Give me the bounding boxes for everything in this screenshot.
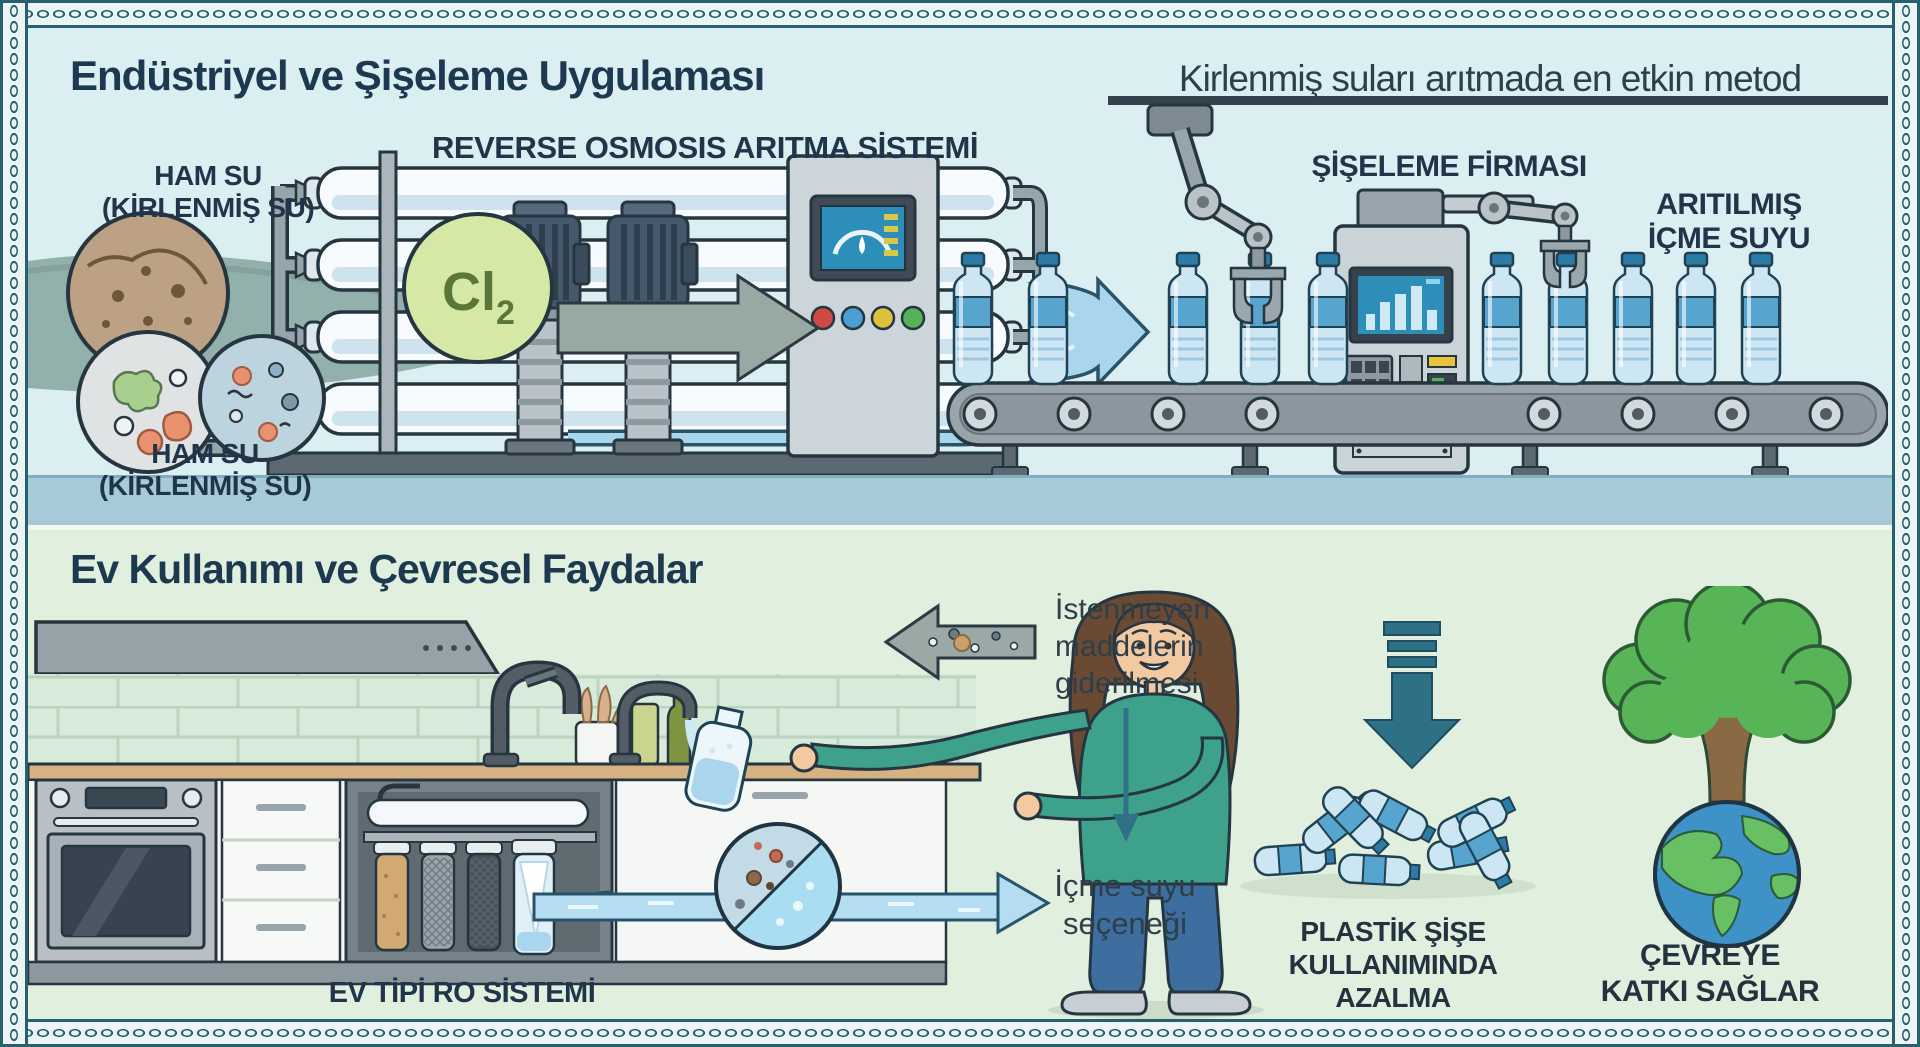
filtration-magnifier-icon	[714, 822, 842, 950]
home-scene-illustration	[28, 586, 1852, 1019]
conveyor-rollers	[962, 396, 1844, 432]
tree-crown	[1602, 586, 1852, 744]
ro-system-label: REVERSE OSMOSIS ARITMA SİSTEMİ	[432, 130, 978, 165]
bottling-plant	[946, 96, 1888, 478]
ro-membrane-icon	[366, 798, 590, 828]
down-arrow-icon	[1113, 708, 1139, 842]
reduction-arrow-icon	[1362, 621, 1462, 770]
chlorine-circle-icon: Cl2	[402, 212, 554, 364]
oven-icon	[34, 778, 218, 964]
bacteria-circle-icon	[198, 334, 326, 462]
control-cabinet	[786, 154, 940, 458]
drinking-water-arrow-icon	[996, 871, 1051, 935]
home-ro-label: EV TİPİ RO SİSTEMİ	[328, 977, 596, 1009]
plastic-bottle-pile-icon	[1240, 780, 1536, 899]
hand	[789, 743, 819, 773]
drinking-water-note: İçme suyu seçeneği	[1054, 868, 1196, 941]
tree-earth-icon	[1602, 586, 1852, 948]
environment-label: ÇEVREYE KATKI SAĞLAR	[1600, 939, 1820, 1008]
chlorine-label: Cl2	[442, 262, 515, 332]
contaminant-removal-arrow-icon	[883, 603, 1037, 681]
yellow-button-icon	[870, 305, 896, 331]
home-section: Ev Kullanımı ve Çevresel Faydalar İstenm…	[28, 525, 1892, 1019]
raw-water-label-bottom: HAM SU (KİRLENMİŞ SU)	[98, 438, 312, 501]
industrial-section: Cl2	[28, 28, 1892, 525]
removal-note: İstenmeyen maddelerin giderilmesi	[1055, 593, 1211, 700]
conveyor-belt	[946, 381, 1888, 478]
industrial-title: Endüstriyel ve Şişeleme Uygulaması	[70, 52, 765, 99]
main-faucet-icon	[482, 660, 582, 768]
robot-arm-icon	[1477, 191, 1591, 289]
under-sink-ro-system	[344, 778, 614, 964]
red-button-icon	[810, 305, 836, 331]
bottling-company-label: ŞİŞELEME FİRMASI	[1311, 150, 1587, 183]
sediment-filter-icon	[374, 852, 410, 952]
microbes-circle-icon	[76, 330, 220, 474]
indicator-light-icon	[1427, 355, 1457, 368]
treated-water-label: ARITILMIŞ İÇME SUYU	[1647, 188, 1811, 255]
plastic-reduction-label: PLASTİK ŞİŞE KULLANIMINDA AZALMA	[1288, 916, 1498, 1013]
green-button-icon	[900, 305, 926, 331]
hand	[1013, 791, 1043, 821]
robot-arm-icon	[1146, 103, 1287, 325]
decorative-border-top	[3, 3, 1917, 28]
factory-floor	[28, 475, 1892, 525]
raw-water-arrow-icon	[556, 273, 821, 383]
blue-button-icon	[840, 305, 866, 331]
raw-water-label-top: HAM SU (KİRLENMİŞ SU)	[101, 160, 315, 223]
shoe	[1167, 990, 1252, 1016]
decorative-border-right	[1892, 3, 1917, 1044]
method-subtitle: Kirlenmiş suları arıtmada en etkin metod	[1178, 58, 1802, 99]
decorative-border-left	[3, 3, 28, 1044]
industrial-scene-illustration: Cl2	[28, 96, 1888, 478]
kitchen	[28, 620, 982, 986]
toe-kick	[28, 960, 948, 986]
decorative-border-bottom	[3, 1019, 1917, 1044]
home-title: Ev Kullanımı ve Çevresel Faydalar	[70, 546, 703, 592]
overhead-rail	[1108, 96, 1888, 105]
woman-illustration	[789, 590, 1264, 1019]
shoe	[1060, 990, 1148, 1016]
water-bottle-icon	[684, 705, 753, 812]
earth-globe	[1653, 800, 1801, 948]
drawer-unit	[220, 778, 342, 964]
oil-bottle-icon	[630, 694, 692, 766]
